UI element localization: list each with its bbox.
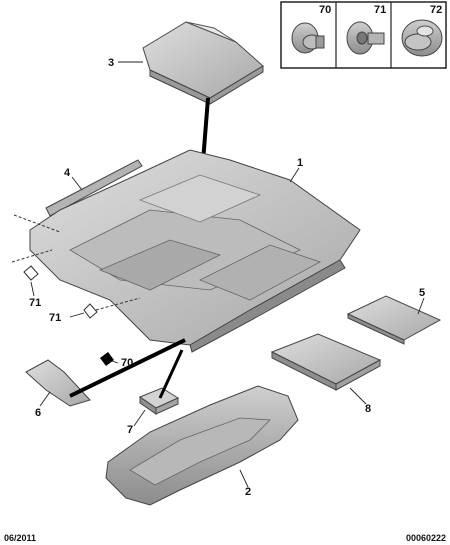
part-8-panel xyxy=(270,333,382,391)
fastener-legend: 70 71 72 xyxy=(280,1,447,69)
legend-code-70: 70 xyxy=(319,4,331,16)
fastener-71-symbol-a xyxy=(23,265,39,281)
fastener-70-symbol xyxy=(100,352,114,366)
legend-code-72: 72 xyxy=(430,4,442,16)
part-4-strip xyxy=(45,159,143,217)
retainer-clip-icon xyxy=(401,19,443,57)
callout-4: 4 xyxy=(64,167,71,179)
push-fastener-icon xyxy=(291,22,325,54)
part-6-bracket xyxy=(25,359,91,407)
callout-71-left: 71 xyxy=(29,297,41,309)
part-1-floor-carpet xyxy=(11,149,361,353)
callout-5: 5 xyxy=(419,287,425,299)
diagram-reference-code: 00060222 xyxy=(405,533,446,543)
callout-1: 1 xyxy=(297,157,303,169)
callout-2: 2 xyxy=(245,486,251,498)
fastener-71-symbol-b xyxy=(83,303,98,319)
callout-8: 8 xyxy=(365,403,371,415)
push-clip-icon xyxy=(346,21,385,55)
legend-code-71: 71 xyxy=(374,4,386,16)
part-5-panel xyxy=(346,295,442,345)
part-3-tray xyxy=(142,21,264,201)
callout-7: 7 xyxy=(127,424,133,436)
part-2-under-tray xyxy=(105,385,299,506)
part-7-block xyxy=(138,387,180,415)
callout-71-middle: 71 xyxy=(49,312,61,324)
callout-3: 3 xyxy=(108,57,114,69)
callout-70: 70 xyxy=(121,357,133,369)
callout-6: 6 xyxy=(35,407,41,419)
diagram-date: 06/2011 xyxy=(4,533,37,543)
